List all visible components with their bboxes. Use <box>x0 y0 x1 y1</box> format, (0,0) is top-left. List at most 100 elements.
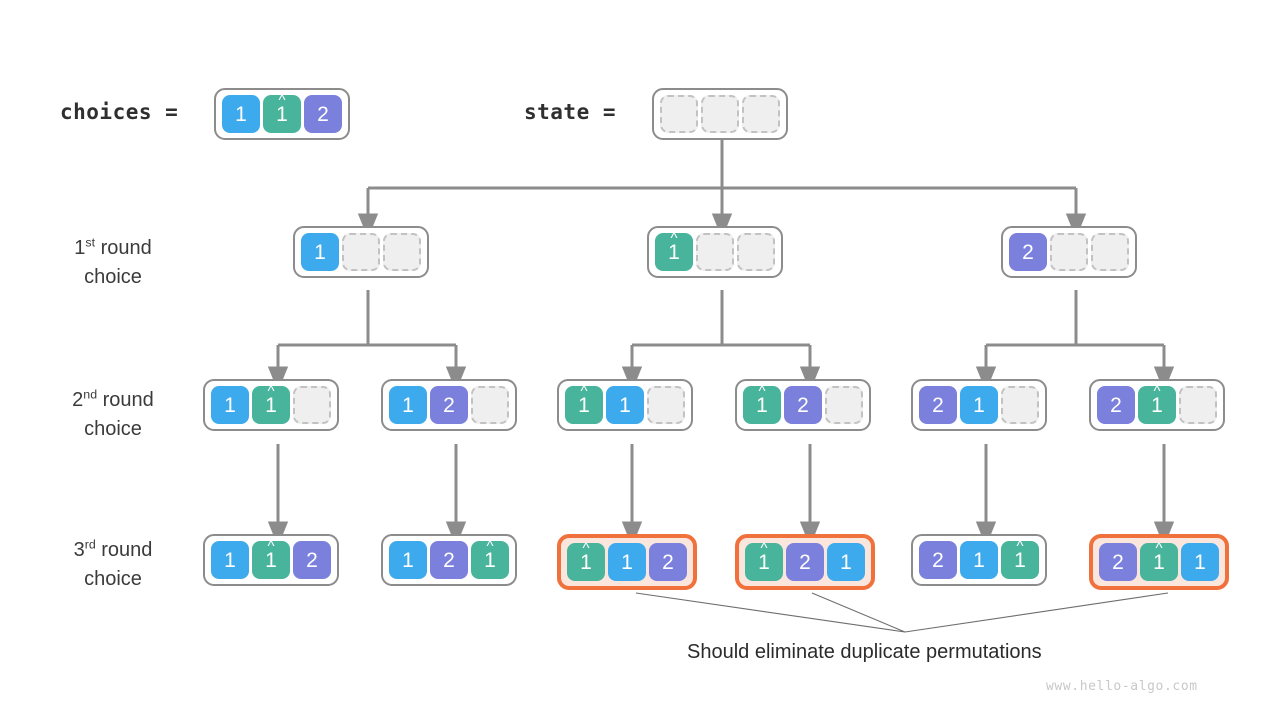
array-cell-empty <box>1050 233 1088 271</box>
cell-number: 1 <box>973 393 985 417</box>
tree-node-r1-2: ^1 <box>647 226 783 278</box>
cell-number: 2 <box>443 393 455 417</box>
cell-value: ^1 <box>265 384 277 417</box>
cell-value: 2 <box>1112 552 1124 573</box>
round-ordinal: 3 <box>73 539 85 561</box>
array-cell-2: 2 <box>430 386 468 424</box>
cell-value: 1 <box>973 550 985 571</box>
array-cell-1: 1 <box>389 386 427 424</box>
array-cell-1: 1 <box>301 233 339 271</box>
hat-accent-icon: ^ <box>1153 382 1161 400</box>
array-cell-empty <box>471 386 509 424</box>
cell-number: 2 <box>306 548 318 572</box>
array-cell-1: 1 <box>211 541 249 579</box>
cell-number: 1 <box>1194 550 1206 574</box>
cell-value: ^1 <box>276 93 288 126</box>
cell-value: 2 <box>662 552 674 573</box>
round-suffix: st <box>85 235 96 250</box>
cell-number: 1 <box>276 102 288 126</box>
tree-node-r1-1: 1 <box>293 226 429 278</box>
hat-accent-icon: ^ <box>267 382 275 400</box>
array-cell-2: 2 <box>919 386 957 424</box>
cell-number: 2 <box>1110 393 1122 417</box>
array-cell-1-hat: ^1 <box>1001 539 1039 579</box>
array-cell-1-hat: ^1 <box>252 384 290 424</box>
cell-value: ^1 <box>668 231 680 264</box>
round-label-1: 1st round choice <box>43 234 183 292</box>
state-cell-0 <box>660 95 698 133</box>
cell-value: 1 <box>224 395 236 416</box>
array-cell-empty <box>383 233 421 271</box>
array-cell-empty <box>342 233 380 271</box>
cell-number: 1 <box>224 548 236 572</box>
cell-value: 2 <box>317 102 329 126</box>
cell-value: 2 <box>443 550 455 571</box>
cell-value: ^1 <box>1151 384 1163 416</box>
array-cell-1-hat: ^1 <box>743 384 781 424</box>
cell-value: 2 <box>1110 395 1122 416</box>
array-cell-1: 1 <box>1181 543 1219 581</box>
cell-number: 2 <box>799 550 811 574</box>
array-cell-2: 2 <box>293 541 331 579</box>
array-cell-empty <box>293 386 331 424</box>
tree-node-r3-1: 1 ^1 2 <box>203 534 339 586</box>
array-cell-empty <box>1001 386 1039 424</box>
cell-value: 1 <box>402 395 414 416</box>
array-cell-1: 1 <box>960 541 998 579</box>
array-cell-empty <box>825 386 863 424</box>
round-label-3: 3rd round choice <box>43 536 183 594</box>
cell-number: 2 <box>932 393 944 417</box>
hat-accent-icon: ^ <box>486 537 494 555</box>
round-suffix: rd <box>84 537 96 552</box>
state-label: state = <box>524 100 617 124</box>
state-array <box>652 88 788 140</box>
array-cell-1-hat: ^1 <box>655 231 693 271</box>
hat-accent-icon: ^ <box>1155 539 1163 557</box>
array-cell-empty <box>1179 386 1217 424</box>
choices-cell-2: 2 <box>304 95 342 133</box>
array-cell-2: 2 <box>1009 233 1047 271</box>
array-cell-2: 2 <box>1099 543 1137 581</box>
array-cell-2: 2 <box>784 386 822 424</box>
round-rest: round <box>95 539 153 561</box>
cell-value: 2 <box>443 395 455 416</box>
round-rest: round <box>97 389 154 411</box>
cell-value: ^1 <box>1153 541 1165 573</box>
cell-value: ^1 <box>1014 539 1026 571</box>
array-cell-1-hat: ^1 <box>252 539 290 579</box>
cell-value: 1 <box>235 102 247 126</box>
cell-number: 1 <box>484 548 496 572</box>
cell-value: 2 <box>932 550 944 571</box>
array-cell-1: 1 <box>389 541 427 579</box>
array-cell-1: 1 <box>608 543 646 581</box>
cell-value: 2 <box>1022 242 1034 263</box>
tree-node-r3-5: 2 1 ^1 <box>911 534 1047 586</box>
cell-value: 1 <box>619 395 631 416</box>
cell-number: 2 <box>797 393 809 417</box>
round-line2: choice <box>84 568 142 590</box>
array-cell-2: 2 <box>786 543 824 581</box>
cell-value: 2 <box>799 552 811 573</box>
round-rest: round <box>95 237 152 259</box>
cell-number: 1 <box>402 548 414 572</box>
choices-label: choices = <box>60 100 179 124</box>
cell-number: 1 <box>668 240 680 264</box>
array-cell-2: 2 <box>919 541 957 579</box>
round-line2: choice <box>84 418 142 440</box>
array-cell-empty <box>696 233 734 271</box>
annotation-text: Should eliminate duplicate permutations <box>687 641 1042 663</box>
array-cell-1: 1 <box>827 543 865 581</box>
hat-accent-icon: ^ <box>278 91 286 109</box>
cell-number: 1 <box>265 393 277 417</box>
cell-number: 2 <box>443 548 455 572</box>
tree-node-r2-4: ^1 2 <box>735 379 871 431</box>
array-cell-1-hat: ^1 <box>1138 384 1176 424</box>
cell-value: ^1 <box>580 541 592 573</box>
choices-cell-0: 1 <box>222 95 260 133</box>
array-cell-empty <box>647 386 685 424</box>
